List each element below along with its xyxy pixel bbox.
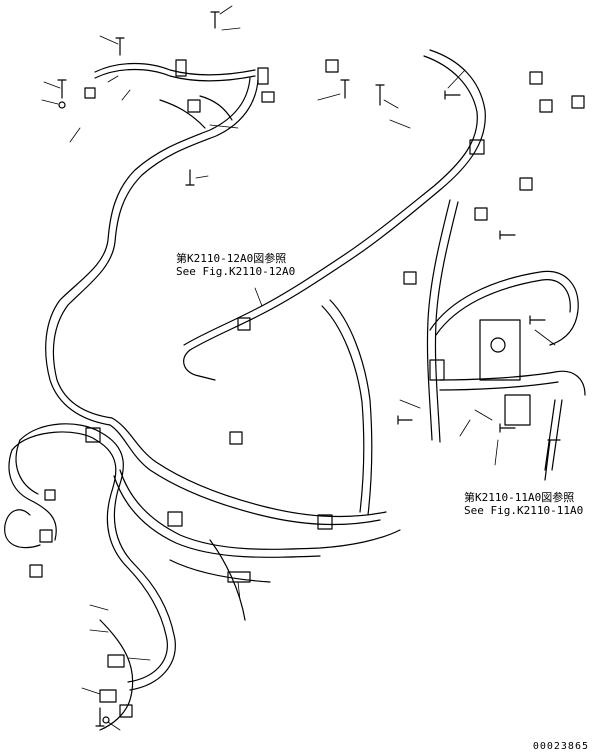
reference-label-en: See Fig.K2110-12A0	[176, 265, 296, 278]
reference-label-k2110-11a0: 第K2110-11A0図参照 See Fig.K2110-11A0	[464, 491, 583, 517]
leader-lines	[41, 5, 556, 731]
reference-label-en: See Fig.K2110-11A0	[464, 504, 584, 517]
harness-upper-left	[45, 62, 259, 426]
drawing-number: 00023865	[532, 741, 589, 752]
reference-label-k2110-12a0: 第K2110-12A0図参照 See Fig.K2110-12A0	[176, 252, 295, 278]
harness-lower-center	[99, 469, 401, 731]
harness-right	[183, 49, 486, 516]
reference-label-jp: 第K2110-11A0図参照	[464, 491, 575, 504]
fastener-group	[57, 11, 561, 727]
reference-label-jp: 第K2110-12A0図参照	[176, 252, 287, 265]
clamp-group	[85, 59, 488, 703]
harness-lower-left	[4, 417, 387, 691]
harness-right-loop	[429, 270, 586, 471]
connector-group	[29, 59, 585, 718]
